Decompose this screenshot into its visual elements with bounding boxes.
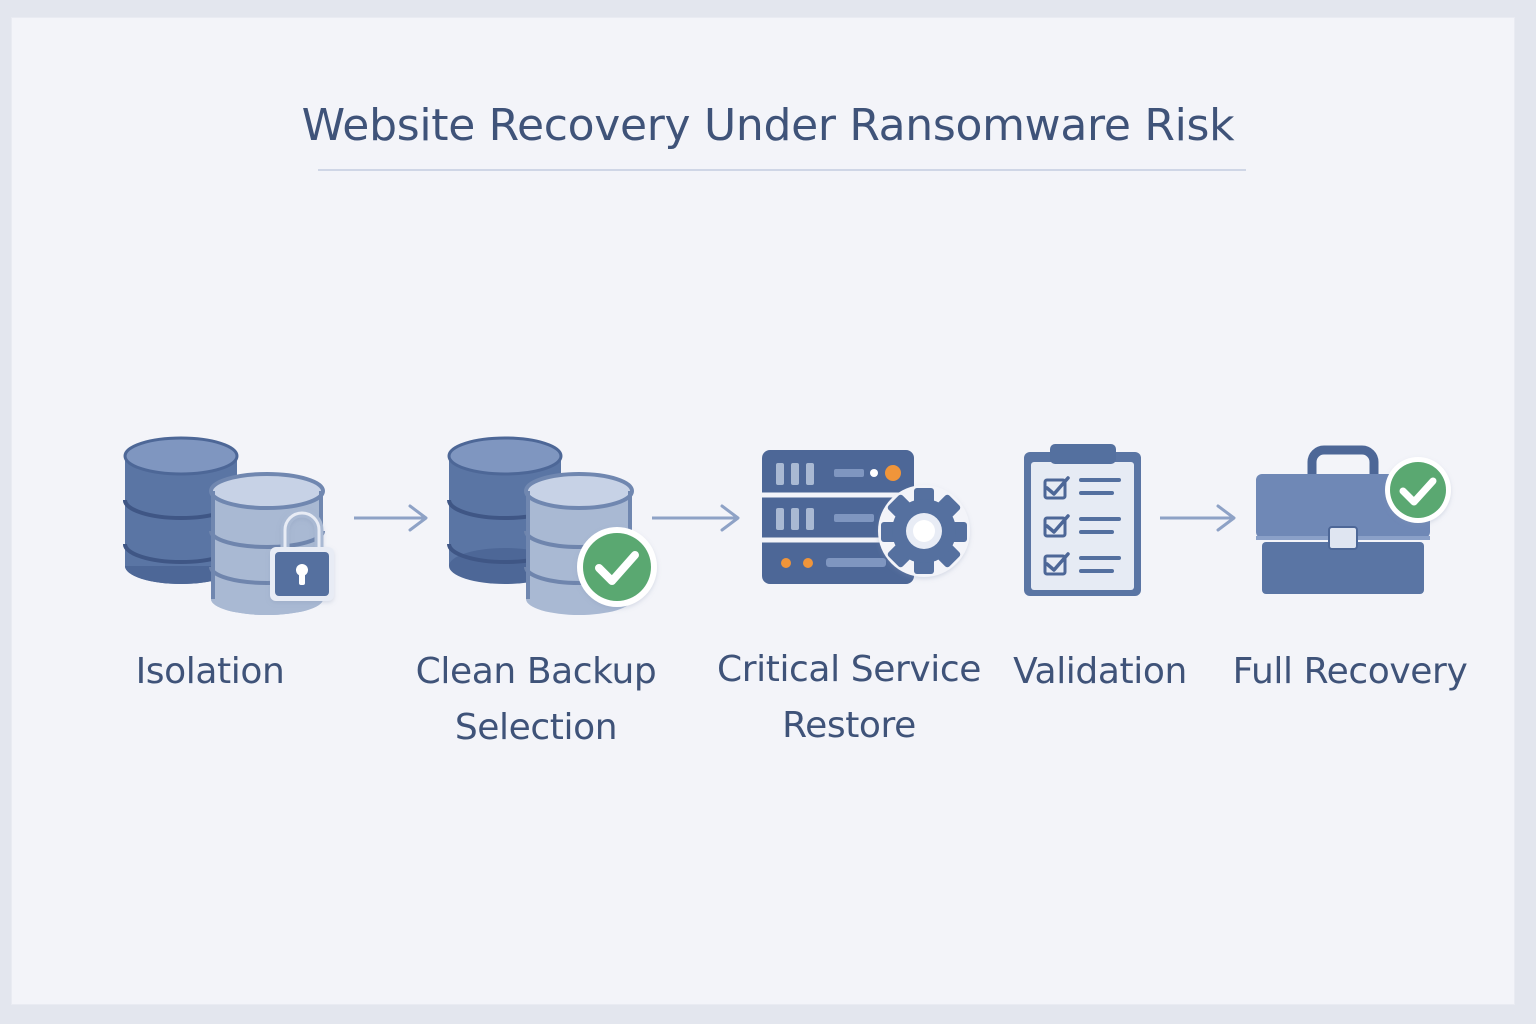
flow-arrow-2 <box>652 504 740 532</box>
padlock-icon <box>270 508 334 601</box>
diagram-title: Website Recovery Under Ransomware Risk <box>301 100 1235 151</box>
flow-arrow-1 <box>354 504 428 532</box>
step-label-clean-backup-selection: Clean Backup Selection <box>415 651 657 748</box>
step-label-critical-service-restore: Critical Service Restore <box>716 649 981 746</box>
checklist-item-2 <box>1043 514 1121 538</box>
flow-arrow-3 <box>1160 504 1236 532</box>
checklist-item-1 <box>1043 476 1121 500</box>
title-divider <box>318 169 1246 171</box>
step-label-full-recovery: Full Recovery <box>1232 651 1468 692</box>
check-badge-icon <box>577 527 657 607</box>
database-lock-icon <box>123 436 334 615</box>
server-gear-icon <box>762 450 970 584</box>
database-back-icon <box>123 436 239 584</box>
checklist-item-3 <box>1043 552 1121 576</box>
clipboard-checklist-icon <box>1024 444 1141 596</box>
gear-icon <box>878 485 970 577</box>
database-check-icon <box>447 436 657 615</box>
step-label-isolation: Isolation <box>135 651 285 692</box>
server-rack-icon <box>762 450 914 584</box>
check-badge-icon <box>1385 457 1451 523</box>
step-label-validation: Validation <box>1013 651 1187 692</box>
briefcase-check-icon <box>1256 445 1451 594</box>
